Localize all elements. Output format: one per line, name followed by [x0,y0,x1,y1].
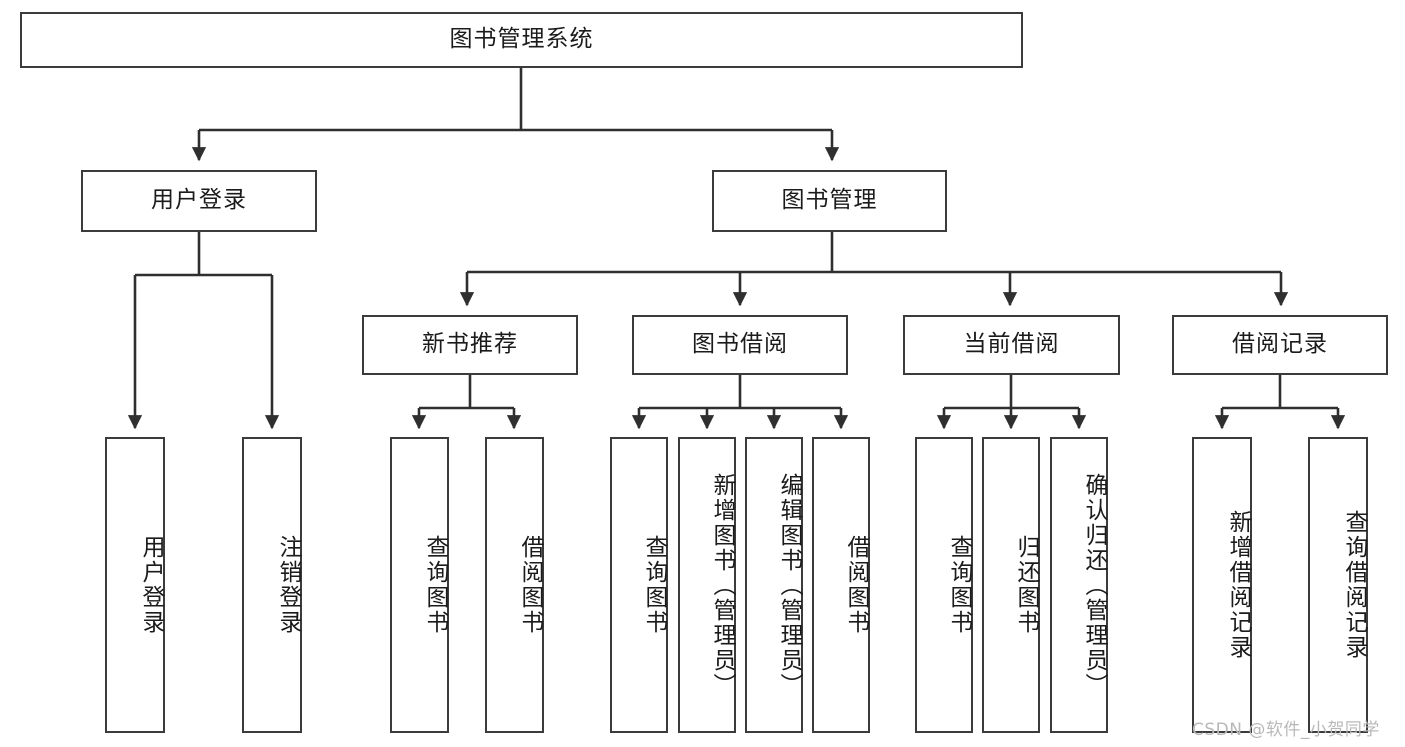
leaf-return-book-label: 归还图书 [1013,535,1039,635]
leaf-query-book-2[interactable]: 查询图书 [610,437,668,733]
leaf-logout-login[interactable]: 注销登录 [242,437,302,733]
node-new-book-recommend[interactable]: 新书推荐 [362,315,578,375]
leaf-add-book[interactable]: 新增图书（管理员） [678,437,736,733]
leaf-add-record[interactable]: 新增借阅记录 [1192,437,1252,733]
leaf-edit-book-label: 编辑图书（管理员） [776,472,802,698]
leaf-borrow-book-2[interactable]: 借阅图书 [812,437,870,733]
node-book-manage[interactable]: 图书管理 [712,170,947,232]
leaf-query-record-label: 查询借阅记录 [1341,510,1367,660]
node-current-borrow[interactable]: 当前借阅 [903,315,1120,375]
node-user-login[interactable]: 用户登录 [81,170,317,232]
node-borrow-record[interactable]: 借阅记录 [1172,315,1388,375]
leaf-query-book-1-label: 查询图书 [422,535,448,635]
leaf-borrow-book-1[interactable]: 借阅图书 [485,437,544,733]
leaf-query-record[interactable]: 查询借阅记录 [1308,437,1368,733]
leaf-add-record-label: 新增借阅记录 [1225,510,1251,660]
leaf-user-login[interactable]: 用户登录 [105,437,165,733]
leaf-add-book-label: 新增图书（管理员） [709,472,735,698]
leaf-query-book-2-label: 查询图书 [641,535,667,635]
leaf-query-book-1[interactable]: 查询图书 [390,437,449,733]
leaf-logout-login-label: 注销登录 [275,535,301,635]
leaf-query-book-3[interactable]: 查询图书 [915,437,973,733]
leaf-confirm-return-label: 确认归还（管理员） [1081,472,1107,698]
node-book-borrow[interactable]: 图书借阅 [632,315,848,375]
leaf-query-book-3-label: 查询图书 [946,535,972,635]
leaf-user-login-label: 用户登录 [138,535,164,635]
csdn-watermark: CSDN @软件_小贺同学 [1192,720,1380,740]
leaf-confirm-return[interactable]: 确认归还（管理员） [1050,437,1108,733]
leaf-edit-book[interactable]: 编辑图书（管理员） [745,437,803,733]
leaf-borrow-book-2-label: 借阅图书 [843,535,869,635]
node-root-system[interactable]: 图书管理系统 [20,12,1023,68]
leaf-borrow-book-1-label: 借阅图书 [517,535,543,635]
leaf-return-book[interactable]: 归还图书 [982,437,1040,733]
